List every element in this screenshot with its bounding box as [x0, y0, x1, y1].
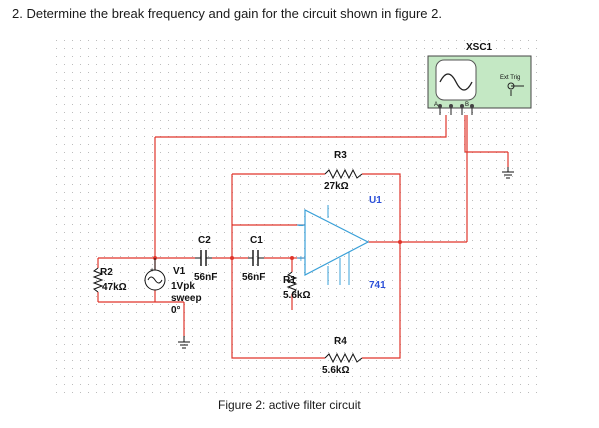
r2-name: R2 [100, 267, 113, 278]
c2-name: C2 [198, 235, 211, 246]
v1-phase: 0° [171, 305, 181, 316]
c1-capacitor-symbol [248, 250, 264, 266]
r3-resistor-symbol [324, 168, 363, 180]
v1-mode: sweep [171, 293, 202, 304]
opamp-u1: − + [297, 205, 370, 285]
scope-channel-a: A [434, 102, 438, 108]
r4-resistor-symbol [324, 352, 363, 364]
r1-resistor-symbol [286, 271, 298, 295]
junctions [153, 240, 402, 260]
r1-value: 5.6kΩ [283, 290, 310, 301]
r3-value: 27kΩ [324, 181, 349, 192]
c2-value: 56nF [194, 272, 217, 283]
figure-caption: Figure 2: active filter circuit [218, 398, 361, 412]
c1-name: C1 [250, 235, 263, 246]
r1-name: R1 [283, 275, 296, 286]
oscilloscope-xsc1 [427, 55, 532, 115]
svg-text:+: + [298, 254, 304, 265]
ground-icon-scope [502, 167, 514, 179]
scope-name: XSC1 [466, 42, 493, 53]
svg-text:+: + [150, 267, 154, 274]
r4-value: 5.6kΩ [322, 365, 349, 376]
u1-part: 741 [369, 280, 386, 291]
v1-name: V1 [173, 266, 186, 277]
u1-name: U1 [369, 195, 382, 206]
scope-channel-b: B [465, 102, 469, 108]
ground-icon [178, 336, 190, 349]
c2-capacitor-symbol [195, 250, 212, 266]
wires [97, 115, 509, 359]
ac-source-icon: + [144, 258, 166, 291]
v1-amplitude: 1Vpk [171, 281, 195, 292]
r4-name: R4 [334, 336, 347, 347]
question-text: 2. Determine the break frequency and gai… [12, 6, 442, 21]
r2-resistor-symbol [92, 267, 104, 293]
svg-text:−: − [298, 221, 304, 232]
r2-value: 47kΩ [102, 282, 127, 293]
c1-value: 56nF [242, 272, 265, 283]
scope-trig-label: Ext Trig [500, 75, 520, 81]
r3-name: R3 [334, 150, 347, 161]
